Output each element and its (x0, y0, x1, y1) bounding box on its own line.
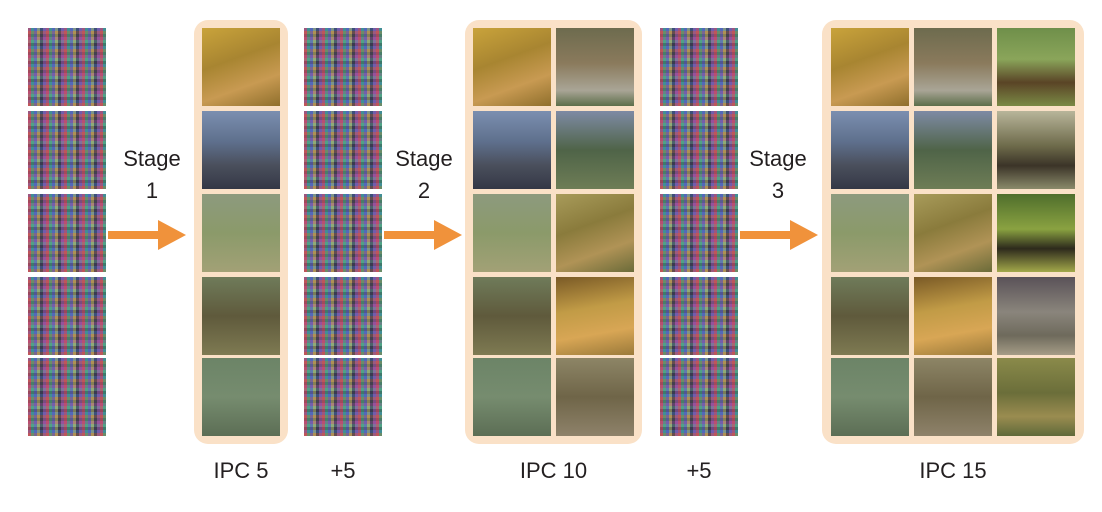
synthetic-deer-image (556, 358, 634, 436)
noise-image-added-a-3 (304, 194, 382, 272)
noise-image-initial-1 (28, 28, 106, 106)
synthetic-deer-image (831, 358, 909, 436)
caption-plus5-a: +5 (330, 458, 356, 483)
synthetic-deer-image (473, 111, 551, 189)
synthetic-deer-image (556, 277, 634, 355)
synthetic-deer-image (914, 358, 992, 436)
synthetic-deer-image (997, 28, 1075, 106)
caption-ipc10: IPC 10 (519, 458, 588, 483)
right-arrow-icon (384, 220, 462, 250)
synthetic-deer-image (202, 28, 280, 106)
synthetic-deer-image (556, 194, 634, 272)
stage-2-label: Stage 2 (384, 143, 464, 207)
noise-image-added-b-1 (660, 28, 738, 106)
stage-3-number: 3 (771, 178, 785, 203)
noise-image-added-b-4 (660, 277, 738, 355)
synthetic-deer-image (914, 28, 992, 106)
synthetic-deer-image (831, 111, 909, 189)
synthetic-deer-image (914, 194, 992, 272)
stage-3-word: Stage (749, 146, 807, 171)
synthetic-deer-image (202, 277, 280, 355)
synthetic-deer-image (556, 28, 634, 106)
synthetic-deer-image (202, 111, 280, 189)
stage-1-word: Stage (123, 146, 181, 171)
synthetic-deer-image (202, 194, 280, 272)
synthetic-deer-image (473, 194, 551, 272)
noise-image-initial-3 (28, 194, 106, 272)
synthetic-deer-image (831, 194, 909, 272)
synthetic-deer-image (556, 111, 634, 189)
caption-ipc5: IPC 5 (213, 458, 269, 483)
synthetic-deer-image (473, 358, 551, 436)
synthetic-deer-image (997, 277, 1075, 355)
synthetic-deer-image (831, 277, 909, 355)
synthetic-deer-image (914, 277, 992, 355)
synthetic-deer-image (997, 194, 1075, 272)
synthetic-deer-image (997, 358, 1075, 436)
noise-image-added-a-5 (304, 358, 382, 436)
noise-image-added-a-2 (304, 111, 382, 189)
noise-image-initial-4 (28, 277, 106, 355)
synthetic-deer-image (473, 28, 551, 106)
noise-image-added-b-5 (660, 358, 738, 436)
synthetic-deer-image (473, 277, 551, 355)
synthetic-deer-image (202, 358, 280, 436)
stage-2-number: 2 (417, 178, 431, 203)
noise-image-initial-2 (28, 111, 106, 189)
noise-image-added-b-2 (660, 111, 738, 189)
noise-image-added-a-1 (304, 28, 382, 106)
stage-1-label: Stage 1 (112, 143, 192, 207)
synthetic-deer-image (914, 111, 992, 189)
stage-1-number: 1 (145, 178, 159, 203)
noise-image-added-a-4 (304, 277, 382, 355)
caption-plus5-b: +5 (686, 458, 712, 483)
right-arrow-icon (108, 220, 186, 250)
stage-3-label: Stage 3 (738, 143, 818, 207)
synthetic-deer-image (831, 28, 909, 106)
stage-2-word: Stage (395, 146, 453, 171)
noise-image-added-b-3 (660, 194, 738, 272)
right-arrow-icon (740, 220, 818, 250)
caption-ipc15: IPC 15 (919, 458, 987, 483)
noise-image-initial-5 (28, 358, 106, 436)
synthetic-deer-image (997, 111, 1075, 189)
